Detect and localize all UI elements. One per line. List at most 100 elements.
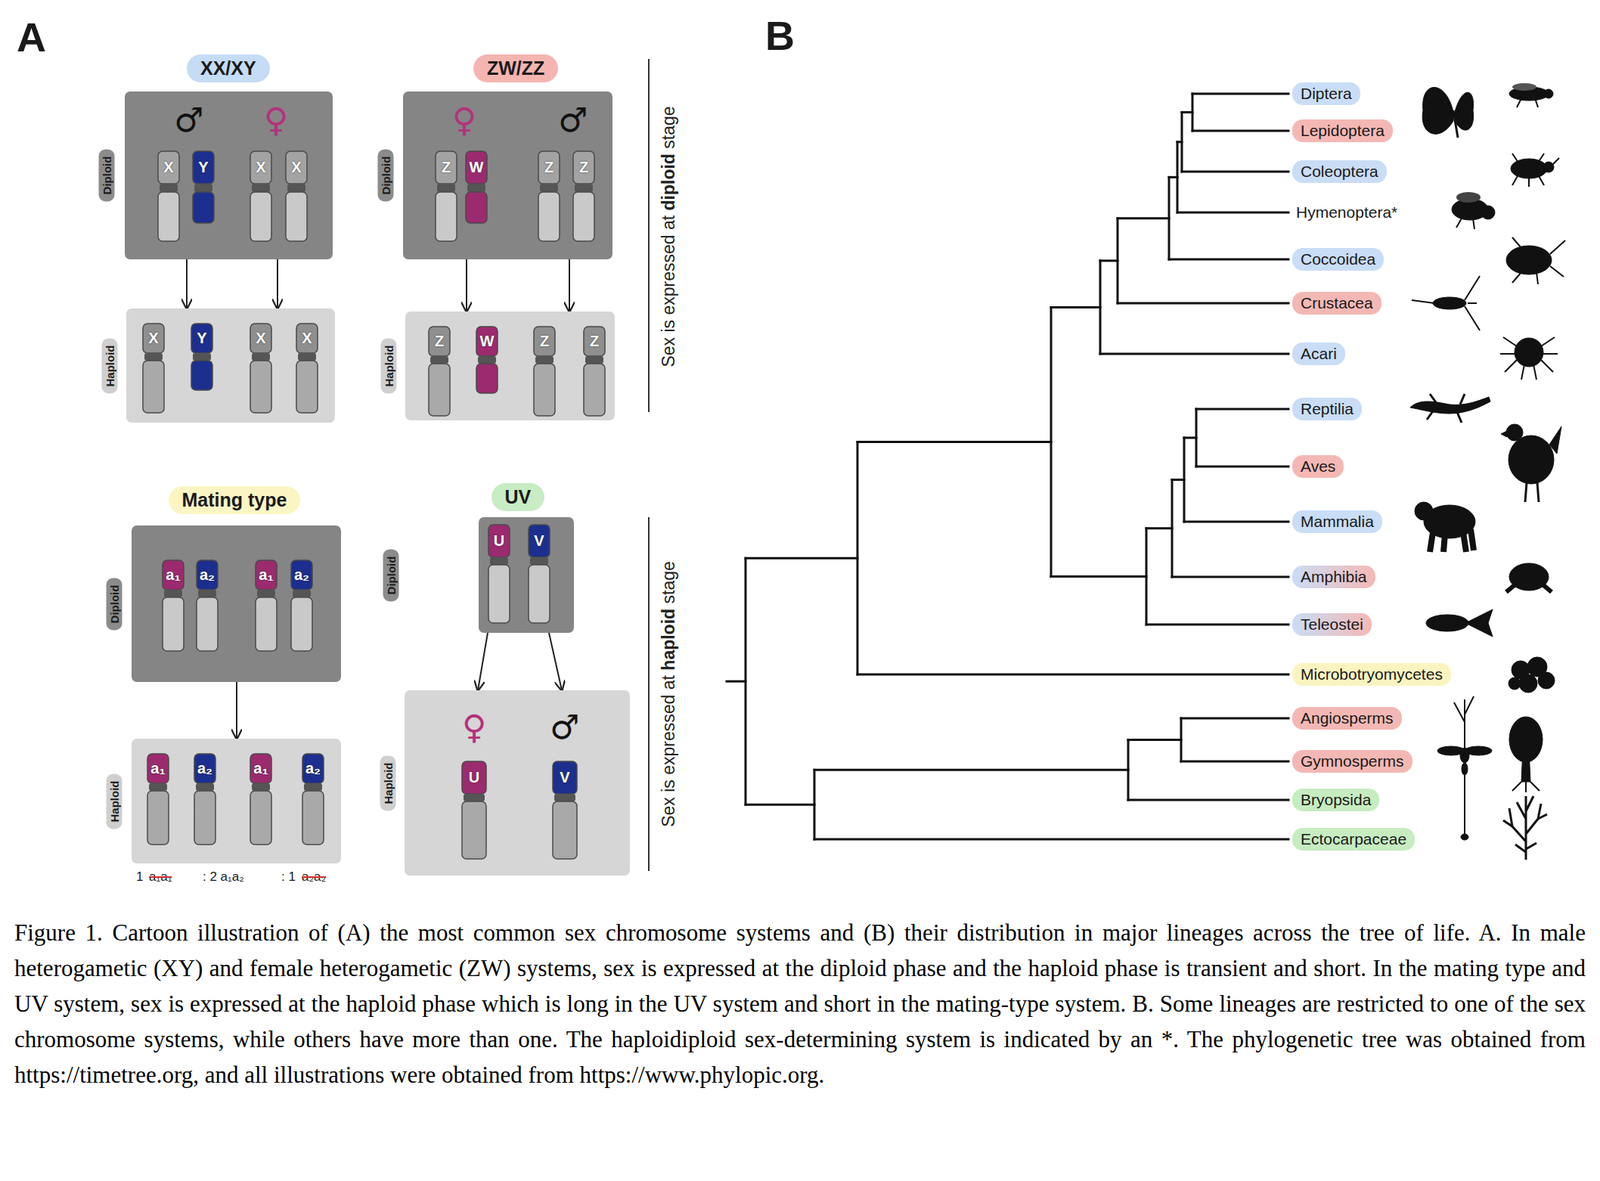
- phase-arrow: [235, 682, 238, 739]
- chromosome-arm: [528, 524, 550, 558]
- silhouette: [1500, 431, 1507, 438]
- centromere: [489, 557, 509, 565]
- silhouette: [1410, 393, 1491, 423]
- chromosome: X: [157, 150, 180, 242]
- chromosome-letter: X: [255, 159, 266, 175]
- tree-branch: [1100, 353, 1289, 356]
- chromosome-arm: [291, 597, 313, 652]
- chromosome-arm: [191, 360, 213, 391]
- taxon-pill: Microbotryomycetes: [1292, 663, 1452, 686]
- chromosome-letter: Z: [539, 333, 549, 349]
- taxon-pill: Angiosperms: [1292, 706, 1402, 730]
- tree-branch: [745, 803, 815, 807]
- pill-label: Lepidoptera: [1300, 121, 1385, 140]
- silhouette: [1465, 609, 1493, 637]
- tree-branch: [1168, 176, 1178, 179]
- system-pill: XX/XY: [186, 54, 270, 83]
- pill-label: Coleoptera: [1300, 162, 1379, 180]
- chromosome-arm: [538, 151, 560, 184]
- chromosome-arm: [538, 192, 560, 242]
- chromosome-arm: [158, 151, 180, 184]
- silhouette: [1506, 563, 1552, 593]
- panel-letter: B: [765, 12, 795, 59]
- chromosome-letter: a₂: [197, 760, 213, 776]
- haploid-box: HaploidZWZZ: [405, 311, 615, 421]
- ratio-text: : 2 a₁a₂: [202, 869, 245, 885]
- tree-branch: [1146, 527, 1173, 530]
- bracket-text: stage: [658, 105, 679, 149]
- chromosome: Y: [190, 322, 214, 391]
- tree-branch: [745, 557, 858, 560]
- chromosome: Z: [572, 150, 596, 242]
- pill-label: Gymnosperms: [1300, 752, 1405, 770]
- phase-arrow: [477, 632, 488, 691]
- chromosome-arm: [435, 192, 457, 242]
- chromosome-arm: [196, 597, 218, 652]
- diploid-box: DiploidUV: [478, 517, 574, 633]
- tree-branch: [1184, 437, 1197, 440]
- chromosome-arm: [302, 790, 324, 845]
- tree-branch: [857, 440, 1052, 444]
- phase-tag: Haploid: [102, 337, 118, 394]
- centromere: [530, 557, 549, 565]
- pill-label: Coccoidea: [1300, 250, 1376, 268]
- bracket-text: diploid: [658, 153, 679, 211]
- tree-branch: [1192, 130, 1289, 133]
- silhouette: [1454, 92, 1474, 131]
- silhouette: [1463, 772, 1466, 836]
- phase-tag: Diploid: [99, 149, 115, 202]
- chromosome-arm: [573, 151, 595, 184]
- silhouette: [1516, 98, 1522, 108]
- silhouette: [1506, 245, 1552, 275]
- silhouette: [1519, 674, 1538, 693]
- tree-branch: [1192, 93, 1289, 96]
- taxon-pill: Teleostei: [1292, 613, 1372, 636]
- chromosome-letter: U: [468, 769, 480, 785]
- chromosome-letter: a₁: [165, 567, 180, 583]
- silhouette: [1414, 502, 1476, 552]
- chromosome: V: [527, 524, 551, 624]
- chromosome: Z: [427, 325, 451, 417]
- chromosome: Z: [533, 325, 556, 417]
- pill-label: Bryopsida: [1300, 790, 1371, 809]
- chromosome-letter: Y: [196, 330, 207, 346]
- tree-branch: [1146, 623, 1289, 627]
- bracket-line: [648, 58, 650, 872]
- pill-label: ZW/ZZ: [486, 57, 545, 79]
- silhouette: [1500, 337, 1558, 380]
- phase-tag: Haploid: [106, 773, 123, 829]
- taxon-pill: Bryopsida: [1292, 788, 1380, 812]
- chromosome-arm: [250, 323, 272, 354]
- chromosome-arm: [250, 753, 272, 784]
- chromosome-arm: [428, 326, 450, 357]
- bracket-caption: Sex is expressed athaploidstage: [658, 561, 680, 828]
- haploid-box: Haploid♀♂UV: [404, 690, 630, 876]
- sex-symbol: ♂: [549, 710, 580, 745]
- chromosome-arm: [435, 151, 457, 184]
- phase-tag: Haploid: [381, 338, 397, 394]
- chromosome-letter: Y: [198, 159, 208, 175]
- system-pill: UV: [491, 483, 546, 512]
- centromere: [430, 356, 449, 364]
- figure-caption: Figure 1. Cartoon illustration of (A) th…: [14, 914, 1586, 1093]
- silhouette: [1506, 424, 1523, 441]
- chromosome-arm: [250, 360, 272, 413]
- tree-branch: [1181, 170, 1289, 174]
- taxon-pill: Ectocarpaceae: [1292, 827, 1415, 851]
- phase-arrow: [568, 259, 571, 312]
- phylogenetic-tree: [726, 93, 1289, 840]
- silhouette: [1422, 87, 1454, 135]
- ratio-text: : 1: [281, 869, 296, 885]
- tree-branch: [726, 680, 746, 683]
- chromosome: a₂: [301, 753, 325, 846]
- tree-branch: [857, 673, 1289, 676]
- chromosome: X: [142, 322, 165, 414]
- centromere: [477, 356, 497, 364]
- chromosome: W: [475, 325, 499, 394]
- chromosome: U: [487, 524, 511, 624]
- centromere: [535, 356, 554, 364]
- silhouette: [1437, 696, 1492, 763]
- silhouette: [1508, 435, 1554, 484]
- chromosome-arm: [465, 151, 487, 184]
- taxon-pill: Crustacea: [1292, 291, 1382, 315]
